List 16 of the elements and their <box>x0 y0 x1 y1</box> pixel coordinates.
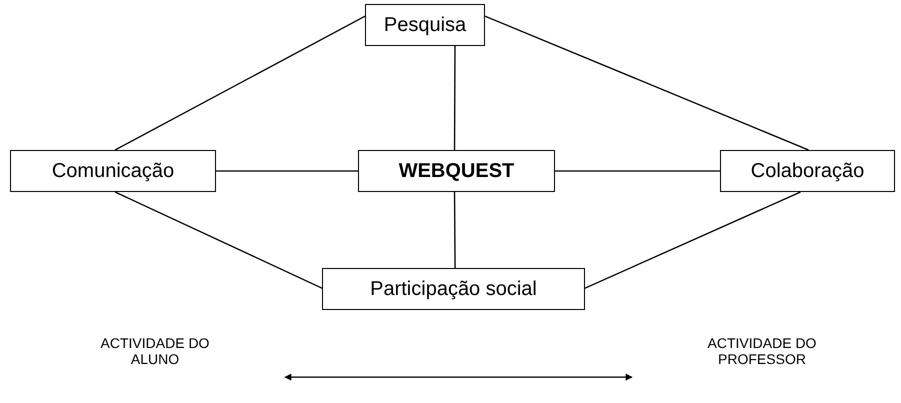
concept-box: Pesquisa <box>365 4 485 46</box>
connector-line <box>555 170 720 172</box>
concept-box: WEBQUEST <box>358 150 555 192</box>
connector-line <box>454 46 456 150</box>
connector-line <box>114 191 322 289</box>
text-label: ACTIVIDADE DO ALUNO <box>25 335 285 387</box>
connector-line <box>584 191 801 289</box>
concept-box: Colaboração <box>720 150 895 192</box>
concept-box: Comunicação <box>10 150 216 192</box>
text-label: ACTIVIDADE DO PROFESSOR <box>632 335 882 387</box>
connector-line <box>114 16 366 151</box>
connector-line <box>454 192 456 268</box>
concept-box: Participação social <box>322 268 585 310</box>
connector-line <box>484 16 809 151</box>
double-arrow <box>284 374 633 381</box>
connector-line <box>216 170 358 172</box>
